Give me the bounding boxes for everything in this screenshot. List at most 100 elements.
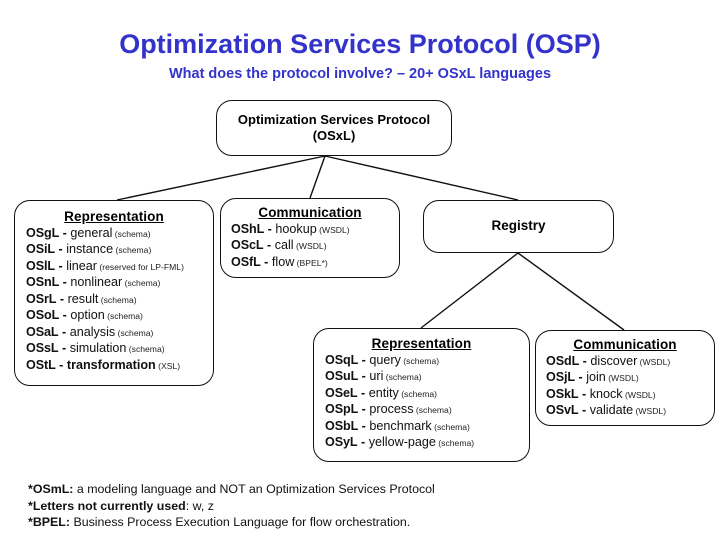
communication-top-list: OShL - hookup (WSDL)OScL - call (WSDL)OS… (221, 221, 399, 270)
node-root-label: Optimization Services Protocol (OSxL) (217, 101, 451, 155)
language-dash: - (55, 258, 67, 273)
page-title: Optimization Services Protocol (OSP) (119, 29, 601, 59)
edge-root-to-representation-top (116, 155, 326, 201)
footnote-text: Business Process Execution Language for … (70, 515, 411, 530)
list-item: OSiL - instance (schema) (26, 241, 213, 257)
node-root-line2: (OSxL) (312, 128, 356, 143)
list-item: OScL - call (WSDL) (231, 237, 399, 253)
language-code: OScL (231, 238, 264, 253)
language-code: OSlL (26, 258, 55, 273)
language-dash: - (56, 291, 68, 306)
language-note: (WSDL) (637, 357, 671, 367)
language-code: OSpL (325, 402, 359, 417)
language-dash: - (578, 386, 590, 401)
language-dash: - (59, 275, 71, 290)
list-item: OSaL - analysis (schema) (26, 324, 213, 340)
language-code: OSbL (325, 418, 359, 433)
language-note: (BPEL*) (294, 257, 328, 268)
list-item: OSsL - simulation (schema) (26, 340, 213, 356)
language-note: (schema) (115, 327, 154, 338)
language-dash: - (55, 242, 67, 257)
language-name: flow (271, 254, 295, 269)
node-representation-bottom-heading: Representation (371, 336, 472, 351)
language-note: (WSDL) (605, 373, 639, 384)
list-item: OSkL - knock (WSDL) (546, 386, 714, 402)
language-dash: - (358, 369, 370, 384)
language-note: (schema) (98, 294, 137, 305)
language-dash: - (58, 341, 70, 356)
page-subtitle: What does the protocol involve? – 20+ OS… (168, 66, 552, 82)
footnote-label: *OSmL: (28, 482, 74, 496)
edge-root-to-registry (324, 155, 519, 201)
language-code: OStL (26, 357, 56, 372)
language-name: option (70, 308, 105, 323)
language-dash: - (58, 324, 70, 339)
list-item: OSeL - entity (schema) (325, 385, 529, 401)
list-item: OStL - transformation (XSL) (26, 357, 213, 373)
language-name: result (67, 291, 99, 306)
language-dash: - (358, 402, 370, 417)
language-dash: - (264, 222, 276, 236)
language-name: simulation (69, 341, 127, 356)
list-item: OSnL - nonlinear (schema) (26, 274, 213, 290)
node-communication-bottom[interactable]: Communication OSdL - discover (WSDL)OSjL… (535, 330, 715, 426)
language-note: (WSDL) (633, 406, 667, 417)
representation-bottom-list: OSqL - query (schema)OSuL - uri (schema)… (314, 352, 529, 451)
communication-bottom-list: OSdL - discover (WSDL)OSjL - join (WSDL)… (536, 353, 714, 419)
list-item: OSfL - flow (BPEL*) (231, 254, 399, 270)
language-code: OSiL (26, 242, 55, 257)
language-name: query (369, 353, 401, 367)
language-name: general (70, 226, 113, 240)
language-note: (schema) (113, 245, 152, 256)
footnote-line: *OSmL: a modeling language and NOT an Op… (28, 481, 698, 498)
footnote-label: *Letters not currently used (28, 498, 186, 513)
language-name: benchmark (369, 418, 432, 433)
language-name: transformation (66, 357, 156, 372)
list-item: OSqL - query (schema) (325, 352, 529, 368)
language-code: OSrL (26, 291, 57, 306)
footnote-line: *BPEL: Business Process Execution Langua… (28, 514, 698, 531)
language-note: (schema) (383, 372, 422, 383)
language-code: OSkL (546, 386, 579, 401)
language-name: call (274, 238, 294, 253)
list-item: OSvL - validate (WSDL) (546, 402, 714, 418)
node-representation-top[interactable]: Representation OSgL - general (schema)OS… (14, 200, 214, 386)
language-name: process (369, 402, 414, 417)
language-code: OSqL (325, 353, 359, 367)
representation-top-list: OSgL - general (schema)OSiL - instance (… (15, 225, 213, 373)
node-communication-top[interactable]: Communication OShL - hookup (WSDL)OScL -… (220, 198, 400, 278)
language-note: (schema) (413, 405, 452, 416)
language-code: OSuL (325, 369, 359, 384)
node-communication-top-heading: Communication (258, 205, 362, 220)
node-root-protocol[interactable]: Optimization Services Protocol (OSxL) (216, 100, 452, 156)
language-note: (schema) (112, 229, 151, 239)
footnotes: *OSmL: a modeling language and NOT an Op… (28, 481, 698, 531)
language-code: OSdL (546, 354, 580, 368)
language-name: entity (368, 385, 399, 400)
language-name: analysis (69, 324, 116, 339)
language-dash: - (357, 435, 369, 450)
list-item: OSrL - result (schema) (26, 291, 213, 307)
list-item: OSuL - uri (schema) (325, 368, 529, 384)
language-name: validate (589, 403, 634, 418)
language-note: (schema) (104, 311, 143, 322)
language-code: OSnL (26, 275, 60, 290)
footnote-line: *Letters not currently used: w, z (28, 498, 698, 515)
edge-registry-to-representation-bottom (420, 252, 519, 329)
edge-registry-to-communication-bottom (517, 252, 625, 331)
list-item: OSgL - general (schema) (26, 225, 213, 241)
language-note: (reserved for LP-FML) (97, 261, 184, 272)
list-item: OSjL - join (WSDL) (546, 369, 714, 385)
edge-root-to-communication-top (309, 155, 326, 199)
language-note: (schema) (126, 344, 165, 355)
language-dash: - (263, 238, 275, 253)
language-name: yellow-page (368, 435, 436, 450)
language-code: OSeL (325, 385, 358, 400)
language-dash: - (578, 403, 590, 418)
list-item: OShL - hookup (WSDL) (231, 221, 399, 237)
language-name: uri (369, 369, 384, 384)
language-dash: - (260, 254, 272, 269)
node-registry[interactable]: Registry (423, 200, 614, 253)
node-representation-bottom[interactable]: Representation OSqL - query (schema)OSuL… (313, 328, 530, 462)
